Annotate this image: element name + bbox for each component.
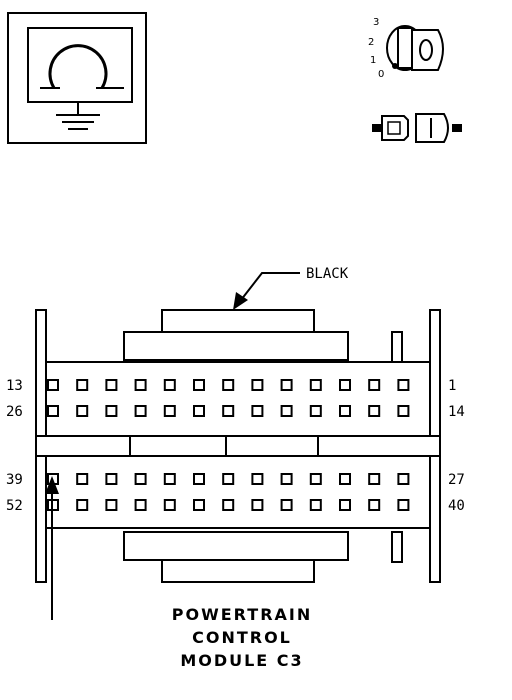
pin-cavity: [339, 379, 351, 391]
pin-indicator-arrowhead: [45, 476, 59, 494]
pin-cavity: [222, 379, 235, 391]
pin-cavity: [368, 379, 381, 391]
color-leader-line: [240, 272, 300, 301]
pin-label-14: 14: [448, 404, 465, 420]
pin-cavity: [339, 473, 351, 485]
ground-meter-icon: [7, 12, 147, 144]
pin-cavity: [163, 405, 176, 417]
pin-cavity: [193, 499, 205, 511]
connector-body: [35, 309, 441, 583]
pin-cavity: [134, 499, 147, 511]
pin-cavity: [397, 405, 410, 417]
pin-label-26: 26: [6, 404, 23, 420]
pin-cavity: [76, 405, 89, 417]
pin-cavity: [105, 473, 118, 485]
pin-cavity: [47, 379, 59, 391]
pin-label-52: 52: [6, 498, 23, 514]
ignition-key-icon: 3 2 1 0: [368, 17, 444, 80]
pin-cavity: [280, 499, 293, 511]
ignition-pos-3: 3: [373, 17, 379, 28]
pin-cavity: [368, 499, 381, 511]
pin-cavity: [397, 473, 410, 485]
pin-cavity: [134, 379, 147, 391]
pin-cavity: [163, 379, 176, 391]
connector-color-label: BLACK: [306, 266, 349, 282]
title-line-2: CONTROL: [192, 628, 292, 647]
pin-cavity: [222, 499, 235, 511]
pin-cavity: [105, 405, 118, 417]
pin-label-27: 27: [448, 472, 465, 488]
pin-cavity: [397, 379, 410, 391]
title-line-1: POWERTRAIN: [172, 605, 312, 624]
pin-cavity: [163, 499, 176, 511]
connector-disconnect-icon: [372, 113, 462, 143]
pin-cavity: [47, 405, 59, 417]
pin-cavity: [368, 405, 381, 417]
pin-label-39: 39: [6, 472, 23, 488]
pin-cavity: [76, 379, 89, 391]
pin-cavity: [251, 473, 264, 485]
pin-cavity: [368, 473, 381, 485]
pin-cavity: [193, 473, 205, 485]
pin-label-40: 40: [448, 498, 465, 514]
pin-cavity: [251, 405, 264, 417]
pin-cavity: [193, 405, 205, 417]
pin-label-1: 1: [448, 378, 456, 394]
pin-cavity: [309, 379, 322, 391]
ignition-pos-1: 1: [370, 55, 376, 66]
pin-cavity: [134, 473, 147, 485]
pin-cavity: [251, 379, 264, 391]
pin-cavity: [163, 473, 176, 485]
pin-cavity: [251, 499, 264, 511]
title-line-3: MODULE C3: [180, 651, 303, 670]
pin-cavity: [76, 473, 89, 485]
color-leader-arrowhead: [233, 292, 248, 310]
pin-label-13: 13: [6, 378, 23, 394]
pin-cavity: [309, 405, 322, 417]
pin-cavity: [105, 499, 118, 511]
pin-cavity: [76, 499, 89, 511]
pin-cavity: [309, 473, 322, 485]
pin-cavity: [105, 379, 118, 391]
pin-cavity: [397, 499, 410, 511]
pin-cavity: [222, 405, 235, 417]
pin-cavity: [339, 405, 351, 417]
pin-cavity: [193, 379, 205, 391]
pin-cavity: [309, 499, 322, 511]
pin-cavity: [280, 473, 293, 485]
pin-cavity: [280, 379, 293, 391]
pin-cavity-grid: [47, 379, 410, 511]
ignition-pos-2: 2: [368, 37, 374, 48]
pin-cavity: [280, 405, 293, 417]
pin-cavity: [222, 473, 235, 485]
pin-cavity: [134, 405, 147, 417]
ignition-pos-0: 0: [378, 69, 384, 80]
pin-cavity: [339, 499, 351, 511]
